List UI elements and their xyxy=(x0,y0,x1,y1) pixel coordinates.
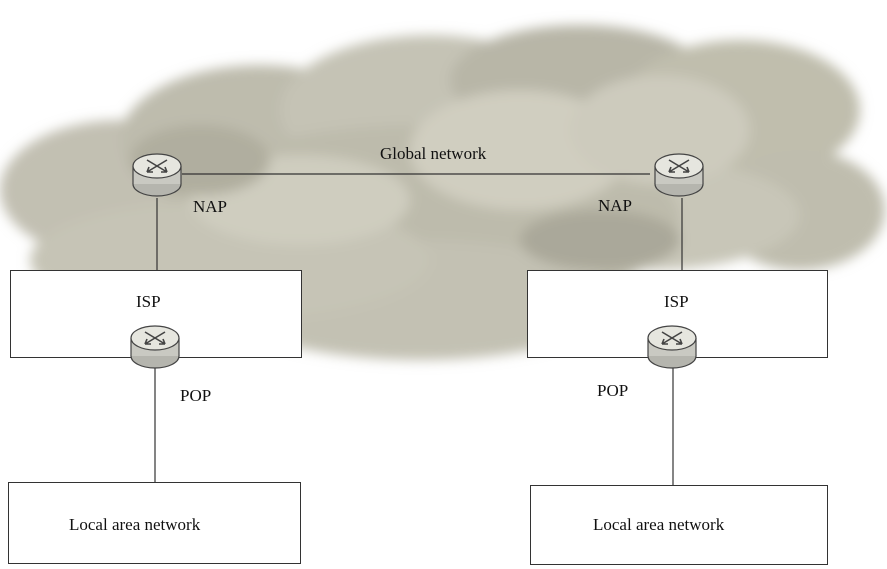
nap-label-right: NAP xyxy=(598,196,633,215)
router-icon xyxy=(130,325,180,369)
isp-label-right: ISP xyxy=(664,292,689,311)
router-icon xyxy=(647,325,697,369)
pop-label-right: POP xyxy=(597,381,629,400)
global-network-cloud xyxy=(0,25,885,360)
global-network-label: Global network xyxy=(380,144,487,163)
lan-label-left: Local area network xyxy=(69,515,201,534)
lan-label-right: Local area network xyxy=(593,515,725,534)
lan-box-left xyxy=(8,482,301,564)
router-icon xyxy=(132,153,182,197)
lan-box-right xyxy=(530,485,828,565)
nap-label-left: NAP xyxy=(193,197,228,216)
pop-label-left: POP xyxy=(180,386,212,405)
router-icon xyxy=(654,153,704,197)
isp-label-left: ISP xyxy=(136,292,161,311)
